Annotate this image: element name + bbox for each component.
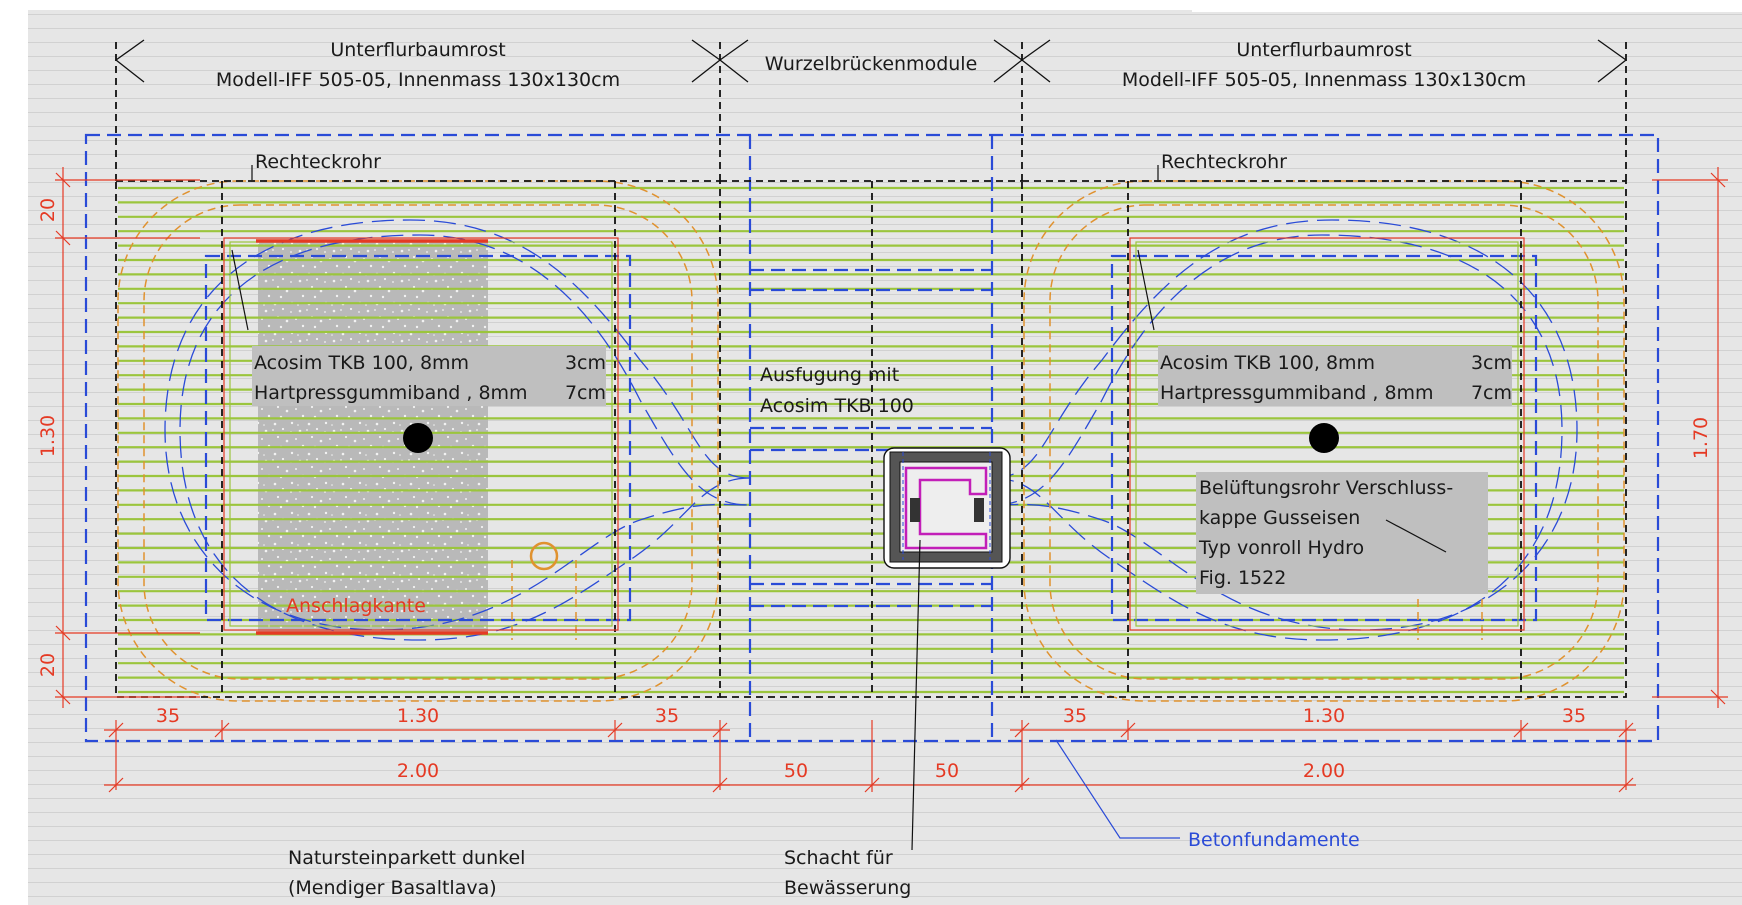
header-section-markers: [114, 39, 1628, 83]
anschlagkante-label: Anschlagkante: [286, 595, 426, 617]
beluftung-label-line3: Typ vonroll Hydro: [1198, 537, 1364, 559]
dim-left-35b: 35: [655, 705, 679, 727]
foundation-leader-line: [1055, 739, 1180, 839]
beluftung-label-line2: kappe Gusseisen: [1199, 507, 1360, 529]
gummiband-left-value: 7cm: [565, 382, 606, 404]
grate-module-frames: [115, 40, 1627, 698]
header-left-subtitle: Modell-IFF 505-05, Innenmass 130x130cm: [216, 69, 620, 91]
gravel-planting-area: [258, 240, 488, 633]
root-path-curves: [164, 219, 1578, 641]
dim-left-130: 1.30: [37, 415, 59, 457]
header-right-title: Unterflurbaumrost: [1236, 39, 1411, 61]
rechteckrohr-left-label: Rechteckrohr: [255, 151, 381, 173]
dim-center-50a: 50: [784, 760, 808, 782]
dimension-lines: [55, 167, 1728, 793]
dim-right-170: 1.70: [1690, 417, 1712, 459]
white-top-strip: [0, 0, 1742, 10]
anchor-edge-bars: [256, 239, 488, 635]
ausfugung-label-line2: Acosim TKB 100: [760, 395, 914, 417]
betonfundamente-label: Betonfundamente: [1188, 829, 1360, 851]
dim-left-35a: 35: [156, 705, 180, 727]
label-backgrounds: [252, 346, 1512, 594]
dim-center-50b: 50: [935, 760, 959, 782]
header-center-title: Wurzelbrückenmodule: [765, 53, 978, 75]
ausfugung-label-line1: Ausfugung mit: [760, 364, 899, 386]
dim-right-200: 2.00: [1303, 760, 1345, 782]
beluftung-label-line4: Fig. 1522: [1199, 567, 1286, 589]
acosim-left-value: 3cm: [565, 352, 606, 374]
dim-left-20-top: 20: [37, 198, 59, 222]
header-left-title: Unterflurbaumrost: [330, 39, 505, 61]
gummiband-right-label: Hartpressgummiband , 8mm: [1160, 382, 1434, 404]
irrigation-shaft-icon: [883, 447, 1011, 569]
dim-right-35a: 35: [1063, 705, 1087, 727]
acosim-left-label: Acosim TKB 100, 8mm: [254, 352, 469, 374]
gummiband-left-label: Hartpressgummiband , 8mm: [254, 382, 528, 404]
naturstein-label-line2: (Mendiger Basaltlava): [288, 877, 497, 899]
dim-left-130-width: 1.30: [397, 705, 439, 727]
tree-center-right: [1309, 423, 1339, 453]
gummiband-right-value: 7cm: [1471, 382, 1512, 404]
schacht-label-line1: Schacht für: [784, 847, 893, 869]
white-top-right-strip: [1192, 0, 1742, 12]
anchor-edge-frame: [223, 237, 1525, 631]
rechteckrohr-right-label: Rechteckrohr: [1161, 151, 1287, 173]
dim-left-200: 2.00: [397, 760, 439, 782]
schacht-label-line2: Bewässerung: [784, 877, 911, 899]
dim-right-130-width: 1.30: [1303, 705, 1345, 727]
acosim-right-value: 3cm: [1471, 352, 1512, 374]
acosim-right-label: Acosim TKB 100, 8mm: [1160, 352, 1375, 374]
header-right-subtitle: Modell-IFF 505-05, Innenmass 130x130cm: [1122, 69, 1526, 91]
beluftung-label-line1: Belüftungsrohr Verschluss-: [1199, 477, 1453, 499]
naturstein-label-line1: Natursteinparkett dunkel: [288, 847, 525, 869]
dim-right-35b: 35: [1562, 705, 1586, 727]
leader-lines: [231, 165, 1447, 851]
white-page-margin: [0, 0, 28, 905]
tree-center-left: [403, 423, 433, 453]
dim-left-20-bottom: 20: [37, 653, 59, 677]
